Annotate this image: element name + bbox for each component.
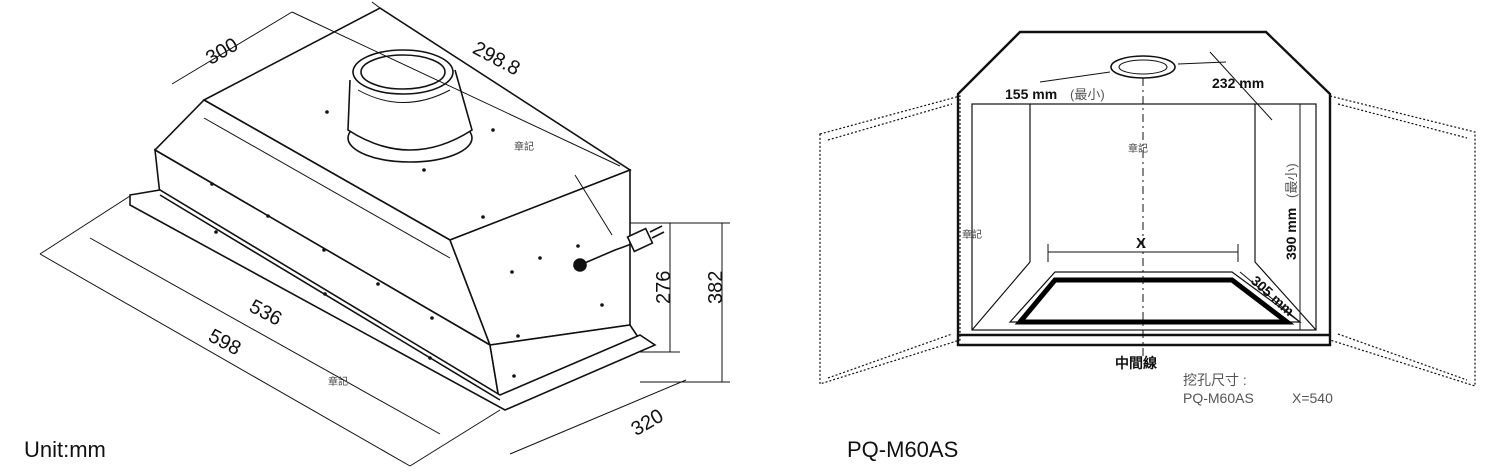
stamp-right-top: 章記 (1128, 142, 1148, 155)
flange-edge (159, 194, 501, 401)
x-label: X (1136, 235, 1146, 252)
dimension-lines-left (39, 1, 730, 467)
cabinet-doors (819, 95, 1476, 387)
height-min-value: 390 mm (1283, 208, 1299, 260)
dimension-lines-right (1039, 51, 1301, 360)
dim-total-height: 382 (705, 271, 727, 304)
height-min-label: 390 mm (最小) (1283, 163, 1299, 260)
stamp-right-left: 章記 (962, 228, 982, 241)
dim-body-height: 276 (653, 271, 675, 304)
cabinet-top (956, 30, 1332, 347)
duct-hole (1110, 55, 1176, 79)
left-door (819, 95, 961, 385)
stamp-left-bottom: 章記 (328, 375, 348, 388)
hole-min-suffix: (最小) (1070, 87, 1105, 102)
mounting-holes (210, 110, 604, 378)
dim-inner-width: 536 (246, 295, 286, 330)
height-min-suffix: (最小) (1284, 163, 1299, 198)
hole-min-label: 155 mm (最小) (1005, 86, 1105, 102)
cutout-model: PQ-M60AS (1183, 390, 1254, 406)
right-door (1329, 95, 1476, 387)
duct-collar (347, 49, 473, 163)
hole-min-value: 155 mm (1005, 86, 1057, 102)
dim-depth: 300 (202, 34, 242, 70)
dim-outer-width: 598 (205, 325, 245, 360)
cutout-title: 挖孔尺寸 : (1183, 372, 1247, 388)
power-cord (573, 225, 665, 272)
model-label: PQ-M60AS (847, 437, 958, 462)
range-hood-isometric (129, 7, 657, 411)
stamp-left-top: 章記 (514, 140, 534, 153)
cabinet-frame (956, 30, 1332, 347)
center-line-label: 中間線 (1115, 355, 1157, 371)
cutout-value: X=540 (1292, 390, 1333, 406)
unit-label: Unit:mm (24, 437, 106, 462)
cabinet-inner (971, 103, 1317, 331)
dim-depth-bottom: 320 (628, 405, 668, 441)
hood-flange (129, 189, 657, 411)
offset-label: 232 mm (1212, 75, 1264, 91)
